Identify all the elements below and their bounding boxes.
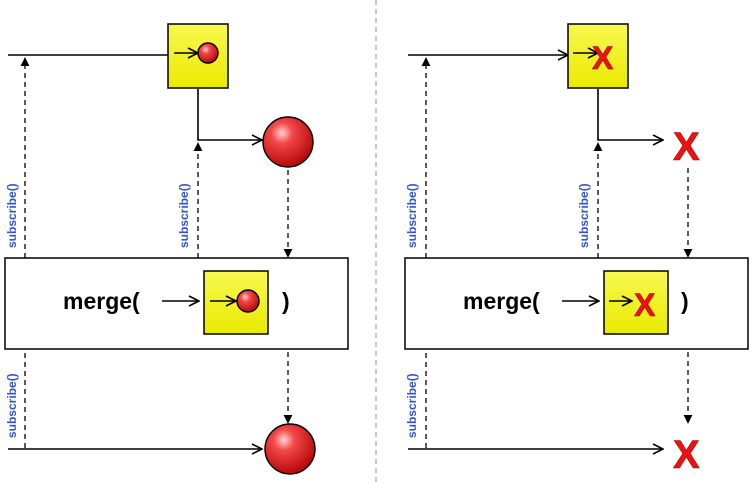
operator-label: merge( xyxy=(463,288,540,314)
inner-timeline xyxy=(197,89,262,140)
right-panel: X X subscribe() subscribe() subscribe() … xyxy=(404,23,749,477)
error-x: X xyxy=(673,433,700,477)
operator-close: ) xyxy=(681,288,689,314)
merge-operator-box: merge( ) xyxy=(4,257,349,350)
inner-timeline xyxy=(597,89,663,140)
marble xyxy=(197,42,219,64)
merge-operator-box: merge( X ) xyxy=(404,257,749,350)
emitted-marble xyxy=(262,116,314,168)
error-x: X xyxy=(673,125,700,169)
error-x: X xyxy=(634,287,656,323)
error-x: X xyxy=(592,40,614,76)
marble xyxy=(236,289,260,313)
operator-close: ) xyxy=(282,288,290,314)
subscribe-label: subscribe() xyxy=(177,183,191,248)
subscribe-label: subscribe() xyxy=(5,183,19,248)
subscribe-label: subscribe() xyxy=(5,373,19,438)
left-panel: subscribe() subscribe() subscribe() merg… xyxy=(4,23,349,475)
inner-observable-box xyxy=(167,23,229,89)
subscribe-label: subscribe() xyxy=(577,183,591,248)
output-marble xyxy=(264,423,316,475)
inner-observable-box: X xyxy=(567,23,629,89)
operator-label: merge( xyxy=(63,288,140,314)
subscribe-label: subscribe() xyxy=(405,183,419,248)
subscribe-label: subscribe() xyxy=(405,373,419,438)
